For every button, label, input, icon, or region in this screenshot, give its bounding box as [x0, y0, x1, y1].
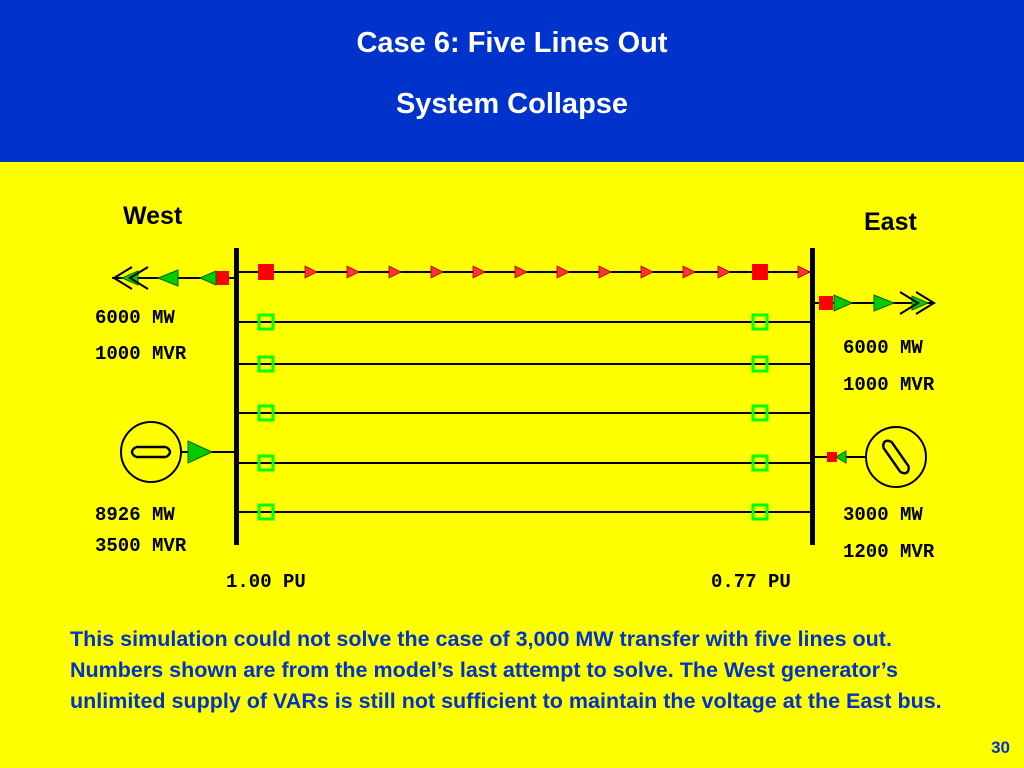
flow-arrow-icon — [835, 450, 847, 464]
generator-icon — [865, 426, 927, 488]
flow-arrow-icon — [640, 265, 654, 279]
breaker-closed-west-load[interactable] — [215, 271, 229, 285]
flow-arrow-icon — [556, 265, 570, 279]
flow-arrow-icon — [682, 265, 696, 279]
load-terminal-icon — [899, 291, 920, 315]
breaker-open-icon[interactable] — [257, 404, 275, 422]
page-number: 30 — [991, 738, 1010, 757]
east-load — [815, 291, 936, 315]
title-banner: Case 6: Five Lines Out System Collapse — [0, 0, 1024, 162]
line-flow-arrows — [304, 265, 811, 279]
breaker-open-icon[interactable] — [257, 454, 275, 472]
breaker-open-icon[interactable] — [751, 454, 769, 472]
west-generator — [120, 421, 234, 483]
east-load-mw: 6000 MW — [843, 337, 923, 359]
west-bus-voltage: 1.00 PU — [226, 571, 306, 593]
breaker-closed-east-load[interactable] — [819, 296, 833, 310]
load-terminal-icon — [128, 266, 149, 290]
west-load-mw: 6000 MW — [95, 307, 175, 329]
east-gen-mvr: 1200 MVR — [843, 541, 935, 563]
east-load-mvr: 1000 MVR — [843, 374, 935, 396]
east-area-label: East — [864, 208, 917, 236]
breaker-open-icon[interactable] — [257, 355, 275, 373]
flow-arrow-icon — [346, 265, 360, 279]
load-arrow-icon — [198, 270, 217, 286]
flow-arrow-icon — [797, 265, 811, 279]
breaker-open-icon[interactable] — [751, 404, 769, 422]
breaker-closed-east-line-1[interactable] — [752, 264, 768, 280]
breaker-open-icon[interactable] — [751, 503, 769, 521]
open-breakers — [257, 313, 769, 521]
load-terminal-icon — [112, 266, 133, 290]
breaker-closed-west-line-1[interactable] — [258, 264, 274, 280]
west-load-mvr: 1000 MVR — [95, 343, 187, 365]
breaker-open-icon[interactable] — [257, 503, 275, 521]
generator-rotor-icon — [130, 445, 172, 459]
east-bus — [810, 248, 815, 545]
east-generator — [815, 426, 927, 488]
breaker-open-icon[interactable] — [751, 313, 769, 331]
load-arrow-icon — [911, 295, 930, 311]
flow-arrow-icon — [514, 265, 528, 279]
west-bus — [234, 248, 239, 545]
flow-arrow-icon — [430, 265, 444, 279]
generator-rotor-icon — [882, 439, 910, 475]
generator-icon — [120, 421, 182, 483]
breaker-closed-east-gen[interactable] — [827, 452, 837, 462]
west-gen-mw: 8926 MW — [95, 504, 175, 526]
flow-arrow-icon — [598, 265, 612, 279]
flow-arrow-icon — [388, 265, 402, 279]
flow-arrow-icon — [717, 265, 731, 279]
load-arrow-icon — [833, 294, 854, 312]
east-bus-voltage: 0.77 PU — [711, 571, 791, 593]
one-line-diagram: West East — [95, 202, 936, 593]
flow-arrow-icon — [472, 265, 486, 279]
slide-subtitle: System Collapse — [395, 88, 629, 120]
flow-arrow-icon — [304, 265, 318, 279]
load-terminal-icon — [915, 291, 936, 315]
breaker-open-icon[interactable] — [751, 355, 769, 373]
slide-title: Case 6: Five Lines Out — [356, 27, 668, 59]
load-arrow-icon — [873, 294, 896, 312]
west-area-label: West — [123, 202, 183, 230]
east-gen-mw: 3000 MW — [843, 504, 923, 526]
west-gen-mvr: 3500 MVR — [95, 535, 187, 557]
explanation-text: This simulation could not solve the case… — [70, 627, 942, 713]
load-arrow-icon — [156, 269, 179, 287]
west-load — [112, 266, 234, 290]
breaker-open-icon[interactable] — [257, 313, 275, 331]
flow-arrow-icon — [187, 440, 214, 464]
